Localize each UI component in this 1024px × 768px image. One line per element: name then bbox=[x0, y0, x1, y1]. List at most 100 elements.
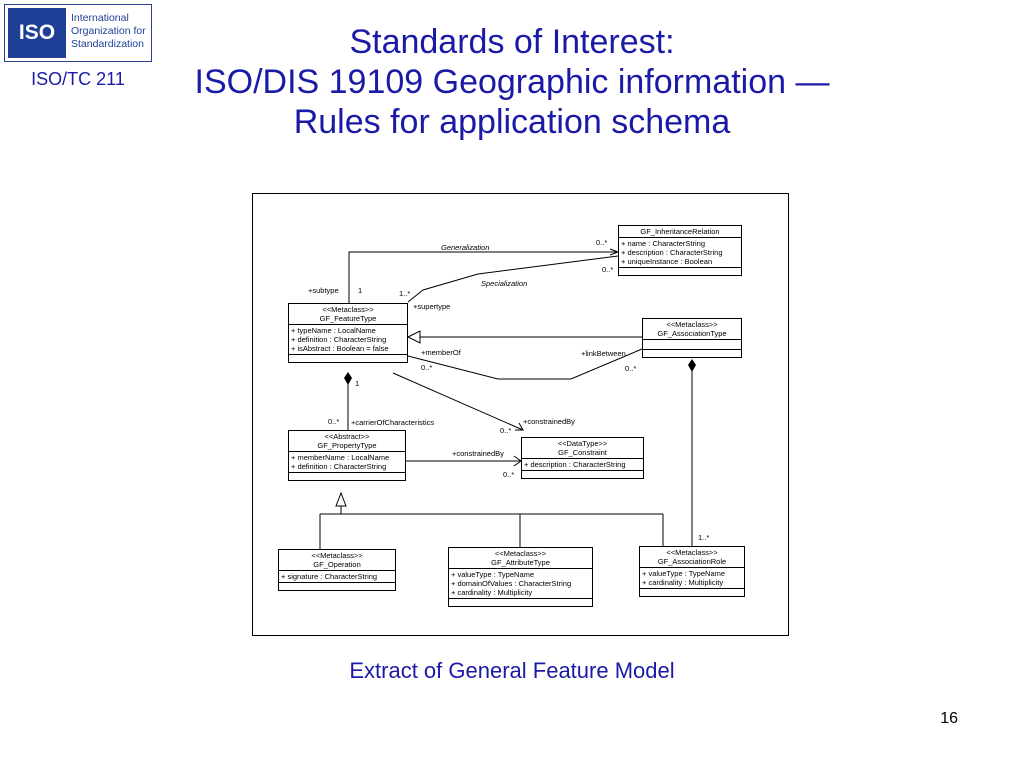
attribute: + valueType : TypeName bbox=[451, 570, 535, 579]
class-inheritance-relation: GF_InheritanceRelation + name : Characte… bbox=[618, 225, 742, 276]
attribute: + definition : CharacterString bbox=[291, 462, 387, 471]
label-subtype: +subtype bbox=[308, 286, 339, 295]
class-stereotype: <<DataType>> bbox=[557, 439, 608, 448]
attribute: + typeName : LocalName bbox=[291, 326, 376, 335]
page-number: 16 bbox=[940, 710, 958, 727]
class-attributes bbox=[643, 340, 741, 350]
attribute: + description : CharacterString bbox=[621, 248, 723, 257]
class-attributes: + description : CharacterString bbox=[522, 459, 643, 471]
class-operations bbox=[643, 350, 741, 357]
generalization-line bbox=[348, 251, 618, 304]
label-constrained-by: +constrainedBy bbox=[452, 449, 504, 458]
class-attributes: + typeName : LocalName + definition : Ch… bbox=[289, 325, 407, 355]
class-name: GF_FeatureType bbox=[319, 314, 377, 323]
label-specialization-multiplicity: 0..* bbox=[602, 265, 614, 274]
attribute: + description : CharacterString bbox=[524, 460, 626, 469]
class-stereotype: <<Metaclass>> bbox=[666, 548, 718, 557]
attribute: + isAbstract : Boolean = false bbox=[291, 344, 389, 353]
subclass-arrow bbox=[335, 491, 347, 507]
class-stereotype: <<Metaclass>> bbox=[311, 551, 363, 560]
committee-label: ISO/TC 211 bbox=[31, 69, 125, 89]
label-carrier-of-characteristics: +carrierOfCharacteristics bbox=[351, 418, 435, 427]
class-operations bbox=[279, 583, 395, 590]
attribute: + signature : CharacterString bbox=[281, 572, 378, 581]
attribute: + definition : CharacterString bbox=[291, 335, 387, 344]
class-property-type: <<Abstract>> GF_PropertyType + memberNam… bbox=[288, 430, 406, 481]
attribute: + valueType : TypeName bbox=[642, 569, 726, 578]
class-association-type: <<Metaclass>> GF_AssociationType bbox=[642, 318, 742, 358]
class-constraint: <<DataType>> GF_Constraint + description… bbox=[521, 437, 644, 479]
iso-logo-line1: International bbox=[71, 12, 129, 24]
iso-logo-line2: Organization for bbox=[71, 25, 146, 37]
class-attributes: + name : CharacterString + description :… bbox=[619, 238, 741, 268]
class-operations bbox=[619, 268, 741, 275]
diagram-caption: Extract of General Feature Model bbox=[349, 658, 675, 683]
class-name: GF_AttributeType bbox=[491, 558, 550, 567]
label-link-between-multiplicity: 0..* bbox=[625, 364, 637, 373]
class-stereotype: <<Abstract>> bbox=[324, 432, 370, 441]
iso-logo-line3: Standardization bbox=[71, 38, 144, 50]
class-header: <<Metaclass>> GF_FeatureType bbox=[289, 304, 407, 325]
class-association-role: <<Metaclass>> GF_AssociationRole + value… bbox=[639, 546, 745, 597]
class-operations bbox=[522, 471, 643, 478]
class-header: <<Metaclass>> GF_AssociationRole bbox=[640, 547, 744, 568]
class-attribute-type: <<Metaclass>> GF_AttributeType + valueTy… bbox=[448, 547, 593, 607]
attribute: + name : CharacterString bbox=[621, 239, 705, 248]
class-header: <<Abstract>> GF_PropertyType bbox=[289, 431, 405, 452]
class-attributes: + valueType : TypeName + cardinality : M… bbox=[640, 568, 744, 589]
class-operations bbox=[449, 599, 592, 606]
iso-logo: ISO International Organization for Stand… bbox=[4, 4, 152, 62]
class-stereotype: <<Metaclass>> bbox=[494, 549, 547, 558]
class-stereotype: <<Metaclass>> bbox=[666, 320, 718, 329]
attribute: + domainOfValues : CharacterString bbox=[451, 579, 572, 588]
class-attributes: + signature : CharacterString bbox=[279, 571, 395, 583]
label-link-between: +linkBetween bbox=[581, 349, 626, 358]
label-supertype: +supertype bbox=[413, 302, 451, 311]
iso-logo-mark: ISO bbox=[8, 8, 66, 58]
specialization-line bbox=[407, 255, 619, 303]
class-header: <<Metaclass>> GF_AssociationType bbox=[643, 319, 741, 340]
class-name: GF_AssociationType bbox=[657, 329, 727, 338]
class-attributes: + memberName : LocalName + definition : … bbox=[289, 452, 405, 473]
class-name: GF_AssociationRole bbox=[657, 557, 727, 566]
label-member-of-multiplicity: 0..* bbox=[421, 363, 433, 372]
label-member-of: +memberOf bbox=[421, 348, 461, 357]
title-line1: Standards of Interest: bbox=[349, 23, 675, 61]
class-operation: <<Metaclass>> GF_Operation + signature :… bbox=[278, 549, 396, 591]
title-line3: Rules for application schema bbox=[293, 103, 731, 141]
class-header: <<DataType>> GF_Constraint bbox=[522, 438, 643, 459]
class-name: GF_PropertyType bbox=[317, 441, 377, 450]
class-operations bbox=[289, 355, 407, 362]
role-diamond bbox=[688, 359, 696, 372]
carrier-diamond bbox=[344, 372, 352, 385]
member-link-line bbox=[407, 348, 643, 380]
label-generalization: Generalization bbox=[441, 243, 490, 252]
class-header: <<Metaclass>> GF_AttributeType bbox=[449, 548, 592, 569]
class-feature-type: <<Metaclass>> GF_FeatureType + typeName … bbox=[288, 303, 408, 363]
label-carrier-multiplicity-top: 1 bbox=[355, 379, 360, 388]
label-constrained-by-top-multiplicity: 0..* bbox=[500, 426, 512, 435]
label-specialization: Specialization bbox=[481, 279, 528, 288]
association-inherit-arrow bbox=[406, 330, 421, 344]
label-carrier-multiplicity: 0..* bbox=[328, 417, 340, 426]
attribute: + cardinality : Multiplicity bbox=[642, 578, 724, 587]
class-name: GF_InheritanceRelation bbox=[619, 226, 741, 238]
class-name: GF_Operation bbox=[313, 560, 361, 569]
iso-logo-mark-text: ISO bbox=[18, 21, 56, 44]
class-stereotype: <<Metaclass>> bbox=[322, 305, 374, 314]
diagram-connectors bbox=[319, 248, 696, 549]
attribute: + cardinality : Multiplicity bbox=[451, 588, 533, 597]
attribute: + uniqueInstance : Boolean bbox=[621, 257, 713, 266]
slide-title: Standards of Interest: ISO/DIS 19109 Geo… bbox=[152, 22, 872, 142]
title-line2: ISO/DIS 19109 Geographic information — bbox=[194, 63, 830, 101]
class-attributes: + valueType : TypeName + domainOfValues … bbox=[449, 569, 592, 599]
attribute: + memberName : LocalName bbox=[291, 453, 390, 462]
label-role-multiplicity: 1..* bbox=[698, 533, 710, 542]
label-subtype-multiplicity: 1 bbox=[358, 286, 363, 295]
class-name: GF_Constraint bbox=[558, 448, 607, 457]
uml-diagram: GF_InheritanceRelation + name : Characte… bbox=[252, 193, 789, 636]
constrained-by-top-line bbox=[392, 372, 524, 431]
label-constrained-by-multiplicity: 0..* bbox=[503, 470, 515, 479]
label-constrained-by-top: +constrainedBy bbox=[523, 417, 575, 426]
class-operations bbox=[289, 473, 405, 480]
